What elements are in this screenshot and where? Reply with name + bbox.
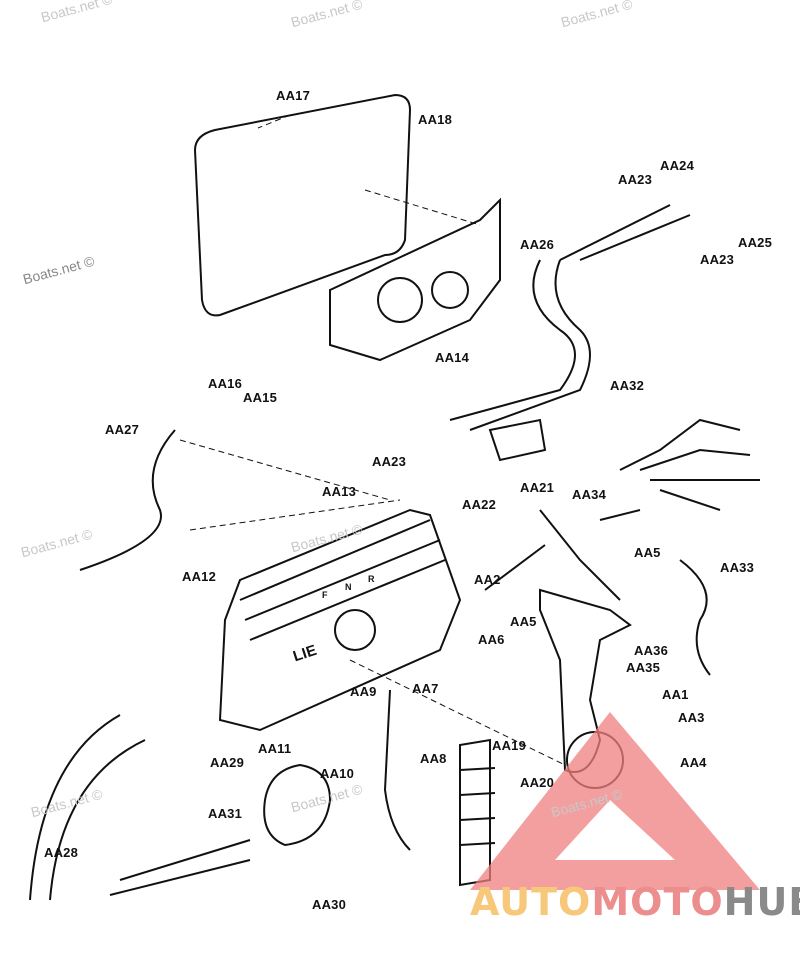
label-aa23: AA23 <box>372 454 407 469</box>
logo-moto: MOTO <box>591 880 724 924</box>
label-aa20: AA20 <box>520 775 555 790</box>
label-aa26: AA26 <box>520 237 555 252</box>
wire-harness-aa28 <box>29 714 146 901</box>
label-aa29: AA29 <box>210 755 245 770</box>
logo-hub: HUB <box>723 880 800 924</box>
wire-harness-aa27 <box>79 429 176 571</box>
ignition-switch <box>488 418 547 462</box>
label-aa18: AA18 <box>418 112 453 127</box>
label-aa10: AA10 <box>320 766 355 781</box>
label-aa30: AA30 <box>312 897 347 912</box>
chain-aa34 <box>539 509 621 601</box>
label-aa11: AA11 <box>258 741 292 756</box>
automotohub-logo: AUTOMOTOHUB <box>470 880 800 924</box>
label-aa17: AA17 <box>276 88 311 103</box>
label-aa35: AA35 <box>626 660 661 675</box>
label-aa8: AA8 <box>420 751 447 766</box>
label-aa25: AA25 <box>738 235 773 250</box>
mounting-plate <box>193 93 412 317</box>
label-aa22: AA22 <box>462 497 497 512</box>
label-aa27: AA27 <box>105 422 140 437</box>
shift-letter-n: N <box>345 582 352 592</box>
label-aa24: AA24 <box>660 158 695 173</box>
label-aa19: AA19 <box>492 738 527 753</box>
label-aa33: AA33 <box>720 560 755 575</box>
label-aa16: AA16 <box>208 376 243 391</box>
label-aa14: AA14 <box>435 350 470 365</box>
gauge-aa29 <box>263 763 332 847</box>
label-aa7: AA7 <box>412 681 439 696</box>
wire-aa33 <box>679 559 711 676</box>
automotohub-triangle-logo <box>470 712 760 890</box>
label-aa28: AA28 <box>44 845 79 860</box>
logo-auto: AUTO <box>470 880 592 924</box>
label-aa12: AA12 <box>182 569 217 584</box>
label-aa15: AA15 <box>243 390 278 405</box>
label-aa23: AA23 <box>700 252 735 267</box>
wire-aa7 <box>383 689 411 851</box>
cables <box>449 259 591 431</box>
label-aa13: AA13 <box>322 484 357 499</box>
label-aa36: AA36 <box>634 643 669 658</box>
label-aa6: AA6 <box>478 632 505 647</box>
sleeve-aa5 <box>484 509 641 591</box>
label-aa32: AA32 <box>610 378 645 393</box>
shift-mechanism <box>329 197 501 362</box>
label-aa5: AA5 <box>510 614 537 629</box>
shift-letter-f: F <box>322 590 328 600</box>
shift-letter-r: R <box>368 574 375 584</box>
label-aa31: AA31 <box>208 806 243 821</box>
control-housing <box>218 508 462 732</box>
label-aa9: AA9 <box>350 684 377 699</box>
label-aa23: AA23 <box>618 172 653 187</box>
label-aa2: AA2 <box>474 572 501 587</box>
wire-harness-aa5 <box>619 418 760 511</box>
label-aa34: AA34 <box>572 487 607 502</box>
terminal-block <box>459 738 496 887</box>
label-aa21: AA21 <box>520 480 555 495</box>
label-aa4: AA4 <box>680 755 707 770</box>
label-aa1: AA1 <box>662 687 689 702</box>
label-aa3: AA3 <box>678 710 705 725</box>
label-aa5: AA5 <box>634 545 661 560</box>
